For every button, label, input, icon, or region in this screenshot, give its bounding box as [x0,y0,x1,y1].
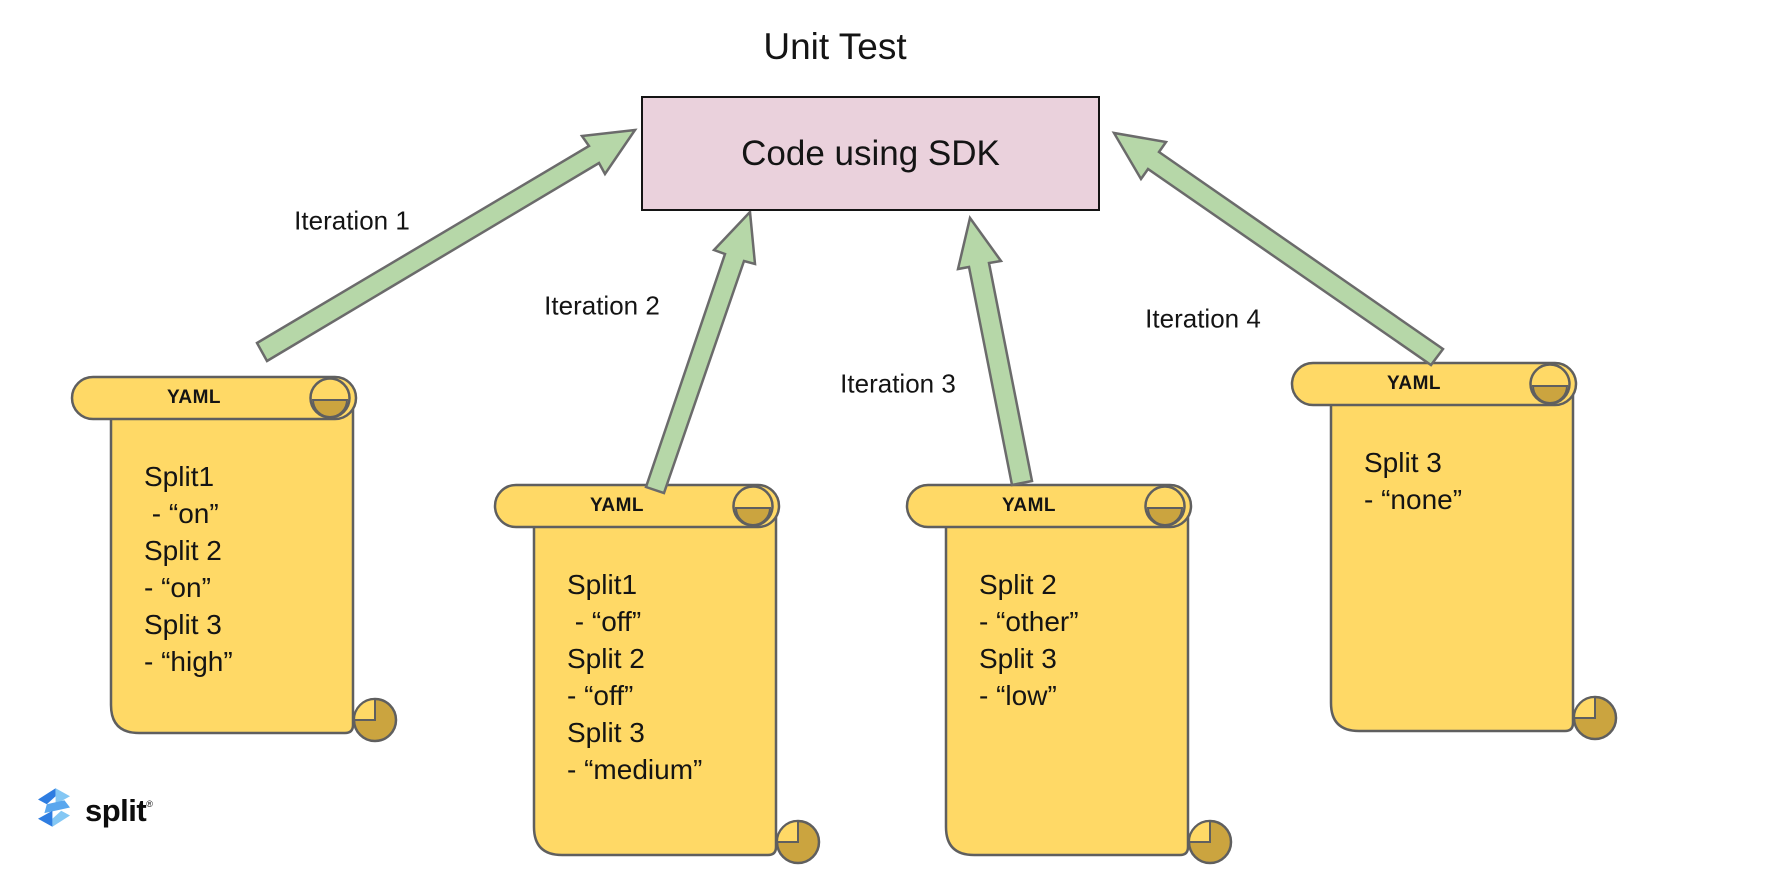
yaml-scroll-2: YAML Split1 - “off” Split 2 - “off” Spli… [491,481,827,870]
sdk-box-label: Code using SDK [741,133,1000,173]
iteration-1-arrow [255,128,638,363]
config-line: - “other” [979,606,1079,637]
yaml-scroll-2-content: Split1 - “off” Split 2 - “off” Split 3 -… [567,566,702,788]
iteration-4-label: Iteration 4 [1145,303,1261,334]
config-line: - “off” [567,680,634,711]
config-line: Split 3 [567,717,645,748]
code-using-sdk-box: Code using SDK [641,96,1100,211]
config-line: - “off” [567,606,642,637]
config-line: Split 3 [979,643,1057,674]
yaml-scroll-3-content: Split 2 - “other” Split 3 - “low” [979,566,1079,714]
config-line: - “none” [1364,484,1463,515]
config-line: Split 2 [144,535,222,566]
iteration-3-arrow [956,215,1034,487]
iteration-4-arrow [1111,131,1445,367]
config-line: - “medium” [567,754,703,785]
yaml-scroll-1: YAML Split1 - “on” Split 2 - “on” Split … [68,373,404,759]
yaml-scroll-4: YAML Split 3 - “none” [1288,359,1626,757]
config-line: Split 2 [567,643,645,674]
yaml-scroll-4-content: Split 3 - “none” [1364,444,1462,518]
scroll-shape [70,375,398,743]
config-line: Split1 [144,461,215,492]
config-line: Split 3 [1364,447,1442,478]
config-line: - “low” [979,680,1057,711]
config-line: - “on” [144,572,211,603]
yaml-scroll-3-header: YAML [1001,495,1057,516]
config-line: - “high” [144,646,233,677]
page-title: Unit Test [763,26,907,67]
scroll-shape [1290,361,1618,741]
yaml-scroll-4-header: YAML [1386,373,1442,394]
yaml-scroll-3: YAML Split 2 - “other” Split 3 - “low” [903,481,1239,870]
config-line: Split1 [567,569,638,600]
iteration-3-label: Iteration 3 [840,368,956,399]
iteration-1-label: Iteration 1 [294,205,410,236]
registered-mark: ® [146,799,153,809]
iteration-2-label: Iteration 2 [544,290,660,321]
config-line: Split 3 [144,609,222,640]
scroll-shape [493,483,821,865]
split-logo: split® [34,784,153,831]
config-line: Split 2 [979,569,1057,600]
iteration-2-arrow [644,209,757,495]
split-logo-text: split® [85,793,153,828]
yaml-scroll-1-content: Split1 - “on” Split 2 - “on” Split 3 - “… [144,458,233,680]
yaml-scroll-1-header: YAML [166,387,222,408]
scroll-shape [905,483,1233,865]
yaml-scroll-2-header: YAML [589,495,645,516]
config-line: - “on” [144,498,219,529]
split-logo-icon [38,788,70,827]
